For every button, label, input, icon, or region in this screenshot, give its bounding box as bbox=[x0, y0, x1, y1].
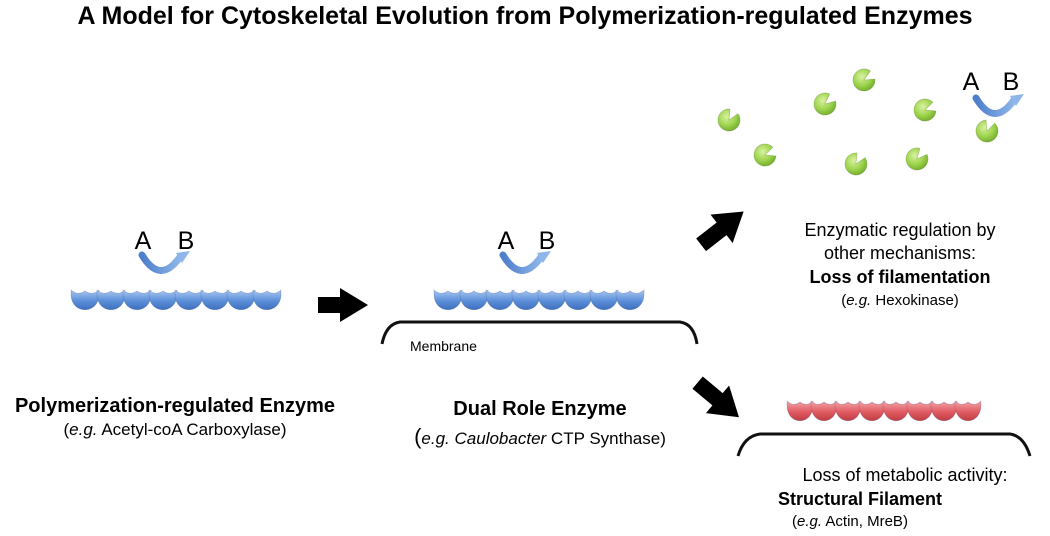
free-enzyme bbox=[844, 152, 868, 176]
outcome-bottom-name: Structural Filament bbox=[777, 489, 943, 509]
stage1-example-name: Acetyl-coA Carboxylase bbox=[101, 420, 281, 439]
outcome-bottom-eg: e.g. bbox=[797, 513, 823, 530]
enzyme-subunit bbox=[226, 289, 256, 310]
outcome-top-line2: other mechanisms: bbox=[823, 243, 977, 263]
membrane-curve-2 bbox=[736, 432, 1032, 457]
free-enzyme bbox=[717, 108, 741, 132]
enzyme-subunit bbox=[589, 289, 619, 310]
reaction-arc-3: A B bbox=[963, 68, 1024, 117]
free-enzymes-green bbox=[717, 68, 999, 176]
outcome-bottom-example-name: Actin, MreB bbox=[825, 513, 903, 530]
enzyme-subunit bbox=[563, 289, 593, 310]
substrate-label-3: A bbox=[963, 68, 980, 96]
enzyme-subunit bbox=[882, 400, 910, 421]
enzyme-subunit bbox=[200, 289, 230, 310]
enzyme-subunit bbox=[615, 289, 645, 310]
structural-filament-red bbox=[786, 400, 982, 421]
enzyme-subunit bbox=[906, 400, 934, 421]
enzyme-subunit bbox=[930, 400, 958, 421]
enzyme-subunit bbox=[96, 289, 126, 310]
membrane-curve-1 bbox=[380, 320, 699, 345]
free-enzyme bbox=[913, 98, 937, 122]
arrow-down-right bbox=[692, 376, 739, 418]
free-enzyme bbox=[905, 147, 929, 171]
reaction-arc-1: A B bbox=[135, 227, 195, 274]
membrane-label: Membrane bbox=[410, 338, 477, 354]
product-label-2: B bbox=[539, 227, 556, 255]
enzyme-subunit bbox=[148, 289, 178, 310]
enzyme-subunit bbox=[834, 400, 862, 421]
stage2-name: Dual Role Enzyme bbox=[453, 398, 627, 420]
enzyme-subunit bbox=[70, 289, 100, 310]
enzyme-subunit bbox=[810, 400, 838, 421]
stage2-eg: e.g. bbox=[421, 429, 450, 448]
substrate-label-1: A bbox=[135, 227, 152, 255]
free-enzyme bbox=[852, 68, 876, 92]
enzyme-subunit bbox=[511, 289, 541, 310]
enzyme-subunit bbox=[459, 289, 489, 310]
product-label-3: B bbox=[1003, 68, 1020, 96]
reaction-arc-2: A B bbox=[498, 227, 556, 274]
outcome-top-example: (e.g. Hexokinase) bbox=[841, 292, 959, 309]
stage1-example: (e.g. Acetyl-coA Carboxylase) bbox=[63, 420, 287, 439]
substrate-label-2: A bbox=[498, 227, 515, 255]
outcome-bottom-example: (e.g. Actin, MreB) bbox=[792, 513, 908, 530]
enzyme-subunit bbox=[485, 289, 515, 310]
enzyme-subunit bbox=[786, 400, 814, 421]
enzyme-filament-blue-2 bbox=[433, 289, 645, 310]
outcome-top-example-name: Hexokinase bbox=[875, 292, 954, 309]
outcome-bottom-line1: Loss of metabolic activity: bbox=[802, 465, 1008, 485]
free-enzyme bbox=[753, 143, 777, 167]
enzyme-subunit bbox=[252, 289, 282, 310]
enzyme-subunit bbox=[174, 289, 204, 310]
enzyme-subunit bbox=[537, 289, 567, 310]
free-enzyme bbox=[813, 92, 837, 116]
stage2-example: (e.g. Caulobacter CTP Synthase) bbox=[414, 424, 666, 449]
outcome-top-eg: e.g. bbox=[846, 292, 872, 309]
enzyme-filament-blue-1 bbox=[70, 289, 282, 310]
product-label-1: B bbox=[178, 227, 195, 255]
diagram-title: A Model for Cytoskeletal Evolution from … bbox=[77, 2, 973, 30]
free-enzyme bbox=[975, 119, 999, 143]
enzyme-subunit bbox=[954, 400, 982, 421]
enzyme-subunit bbox=[433, 289, 463, 310]
outcome-top-line1: Enzymatic regulation by bbox=[804, 220, 996, 240]
stage1-eg: e.g. bbox=[69, 420, 98, 439]
outcome-top-name: Loss of filamentation bbox=[809, 267, 991, 287]
arrow-right bbox=[318, 288, 368, 322]
enzyme-subunit bbox=[858, 400, 886, 421]
arrow-up-right bbox=[696, 211, 744, 252]
enzyme-subunit bbox=[122, 289, 152, 310]
stage2-example-name: CTP Synthase bbox=[550, 429, 661, 448]
stage1-name: Polymerization-regulated Enzyme bbox=[14, 395, 336, 417]
stage2-example-italic: Caulobacter bbox=[454, 429, 547, 448]
